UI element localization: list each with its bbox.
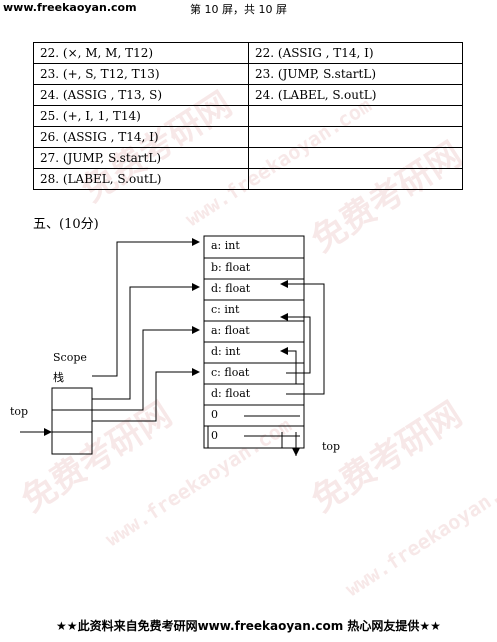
top-label-right: top: [322, 440, 341, 453]
section-title: 五、(10分): [33, 217, 99, 232]
table-row: 22. (×, M, M, T12)22. (ASSIG , T14, I): [33, 42, 463, 64]
symtab-entry: b: float: [211, 261, 251, 274]
symtab-entry: d: float: [211, 282, 251, 295]
stack-label: 栈: [53, 371, 64, 384]
top-label-left: top: [10, 405, 29, 418]
symtab-entry: 0: [211, 429, 218, 442]
quad-cell-left: 28. (LABEL, S.outL): [33, 168, 249, 190]
symtab-entry: a: float: [211, 324, 250, 337]
table-row: 26. (ASSIG , T14, I): [33, 126, 463, 148]
table-row: 28. (LABEL, S.outL): [33, 168, 463, 190]
symtab-entry: c: float: [211, 366, 250, 379]
page-indicator: 第 10 屏，共 10 屏: [190, 3, 287, 16]
symtab-entry: c: int: [211, 303, 240, 316]
symtab-entry: a: int: [211, 239, 240, 252]
quad-cell-right: [248, 168, 463, 190]
site-url[interactable]: www.freekaoyan.com: [3, 1, 137, 14]
quad-cell-right: 24. (LABEL, S.outL): [248, 84, 463, 106]
table-row: 25. (+, I, 1, T14): [33, 105, 463, 127]
quadruple-table: 22. (×, M, M, T12)22. (ASSIG , T14, I)23…: [33, 42, 463, 190]
symtab-entry: 0: [211, 408, 218, 421]
symtab-entry: d: int: [211, 345, 241, 358]
scope-stack-box: [51, 387, 93, 455]
scope-label: Scope: [53, 351, 87, 364]
quad-cell-left: 26. (ASSIG , T14, I): [33, 126, 249, 148]
symtab-entry: d: float: [211, 387, 251, 400]
quad-cell-right: 22. (ASSIG , T14, I): [248, 42, 463, 64]
footer-text: ★★此资料来自免费考研网www.freekaoyan.com 热心网友提供★★: [56, 619, 441, 633]
